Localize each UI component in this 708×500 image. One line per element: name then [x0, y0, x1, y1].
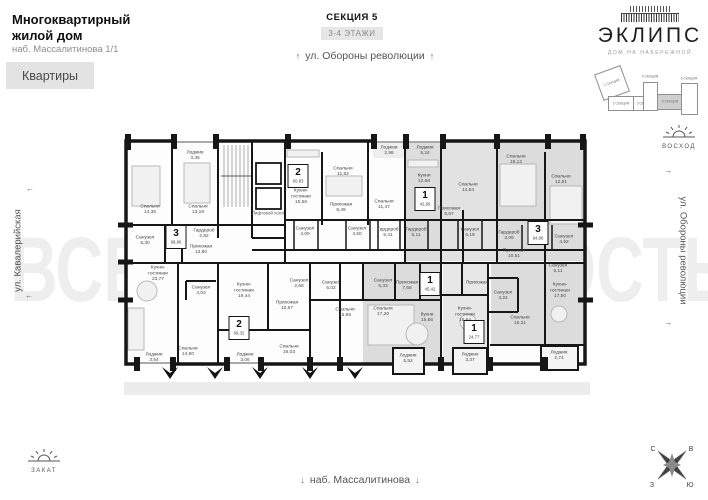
- entrance-arrow-icon: [162, 367, 363, 379]
- page-title: Многоквартирный жилой дом: [12, 12, 131, 43]
- arrow-down-icon: ↓: [300, 475, 305, 485]
- section-header: СЕКЦИЯ 5 3-4 ЭТАЖИ: [252, 12, 452, 41]
- logo: ЭКЛИПС ДОМ НА НАБЕРЕЖНОЙ: [596, 6, 704, 56]
- logo-name: ЭКЛИПС: [597, 24, 703, 47]
- arrow-up-icon: ↑: [429, 51, 435, 61]
- sunset-label: ЗАКАТ: [31, 468, 57, 474]
- building-icon: [621, 13, 679, 22]
- arrow-down-icon: ↓: [415, 475, 420, 485]
- arrow-left-icon: ←: [26, 184, 34, 193]
- street-label-bottom: ↓наб. Массалитинова↓: [240, 474, 480, 486]
- floors-badge: 3-4 ЭТАЖИ: [321, 27, 383, 40]
- minimap-section-4-label: 4 СЕКЦИЯ: [641, 75, 659, 79]
- street-label-top: ↑ул. Обороны революции↑: [240, 50, 490, 62]
- logo-tagline: ДОМ НА НАБЕРЕЖНОЙ: [607, 50, 693, 56]
- section-title: СЕКЦИЯ 5: [326, 12, 378, 23]
- building-icon: [630, 6, 670, 12]
- sunrise-label: ВОСХОД: [662, 144, 696, 150]
- flats-filter-button[interactable]: Квартиры: [6, 62, 94, 89]
- minimap-section-6[interactable]: [681, 83, 698, 115]
- elevator-hall-label: Лифтовой холл: [251, 211, 285, 216]
- compass-rose: С В З Ю: [644, 435, 700, 496]
- svg-text:С: С: [650, 446, 655, 453]
- svg-text:В: В: [689, 446, 694, 453]
- arrow-right-icon: →: [664, 318, 672, 327]
- svg-text:З: З: [650, 482, 654, 489]
- address: наб. Массалитинова 1/1: [12, 44, 119, 55]
- svg-text:Ю: Ю: [686, 482, 693, 489]
- minimap-section-6-label: 6 СЕКЦИЯ: [680, 77, 698, 81]
- sunrise-icon: [661, 122, 697, 147]
- sunset-icon: [26, 446, 62, 471]
- arrow-right-icon: →: [664, 166, 672, 175]
- arrow-up-icon: ↑: [295, 51, 301, 61]
- arrow-left-icon: ←: [25, 291, 33, 300]
